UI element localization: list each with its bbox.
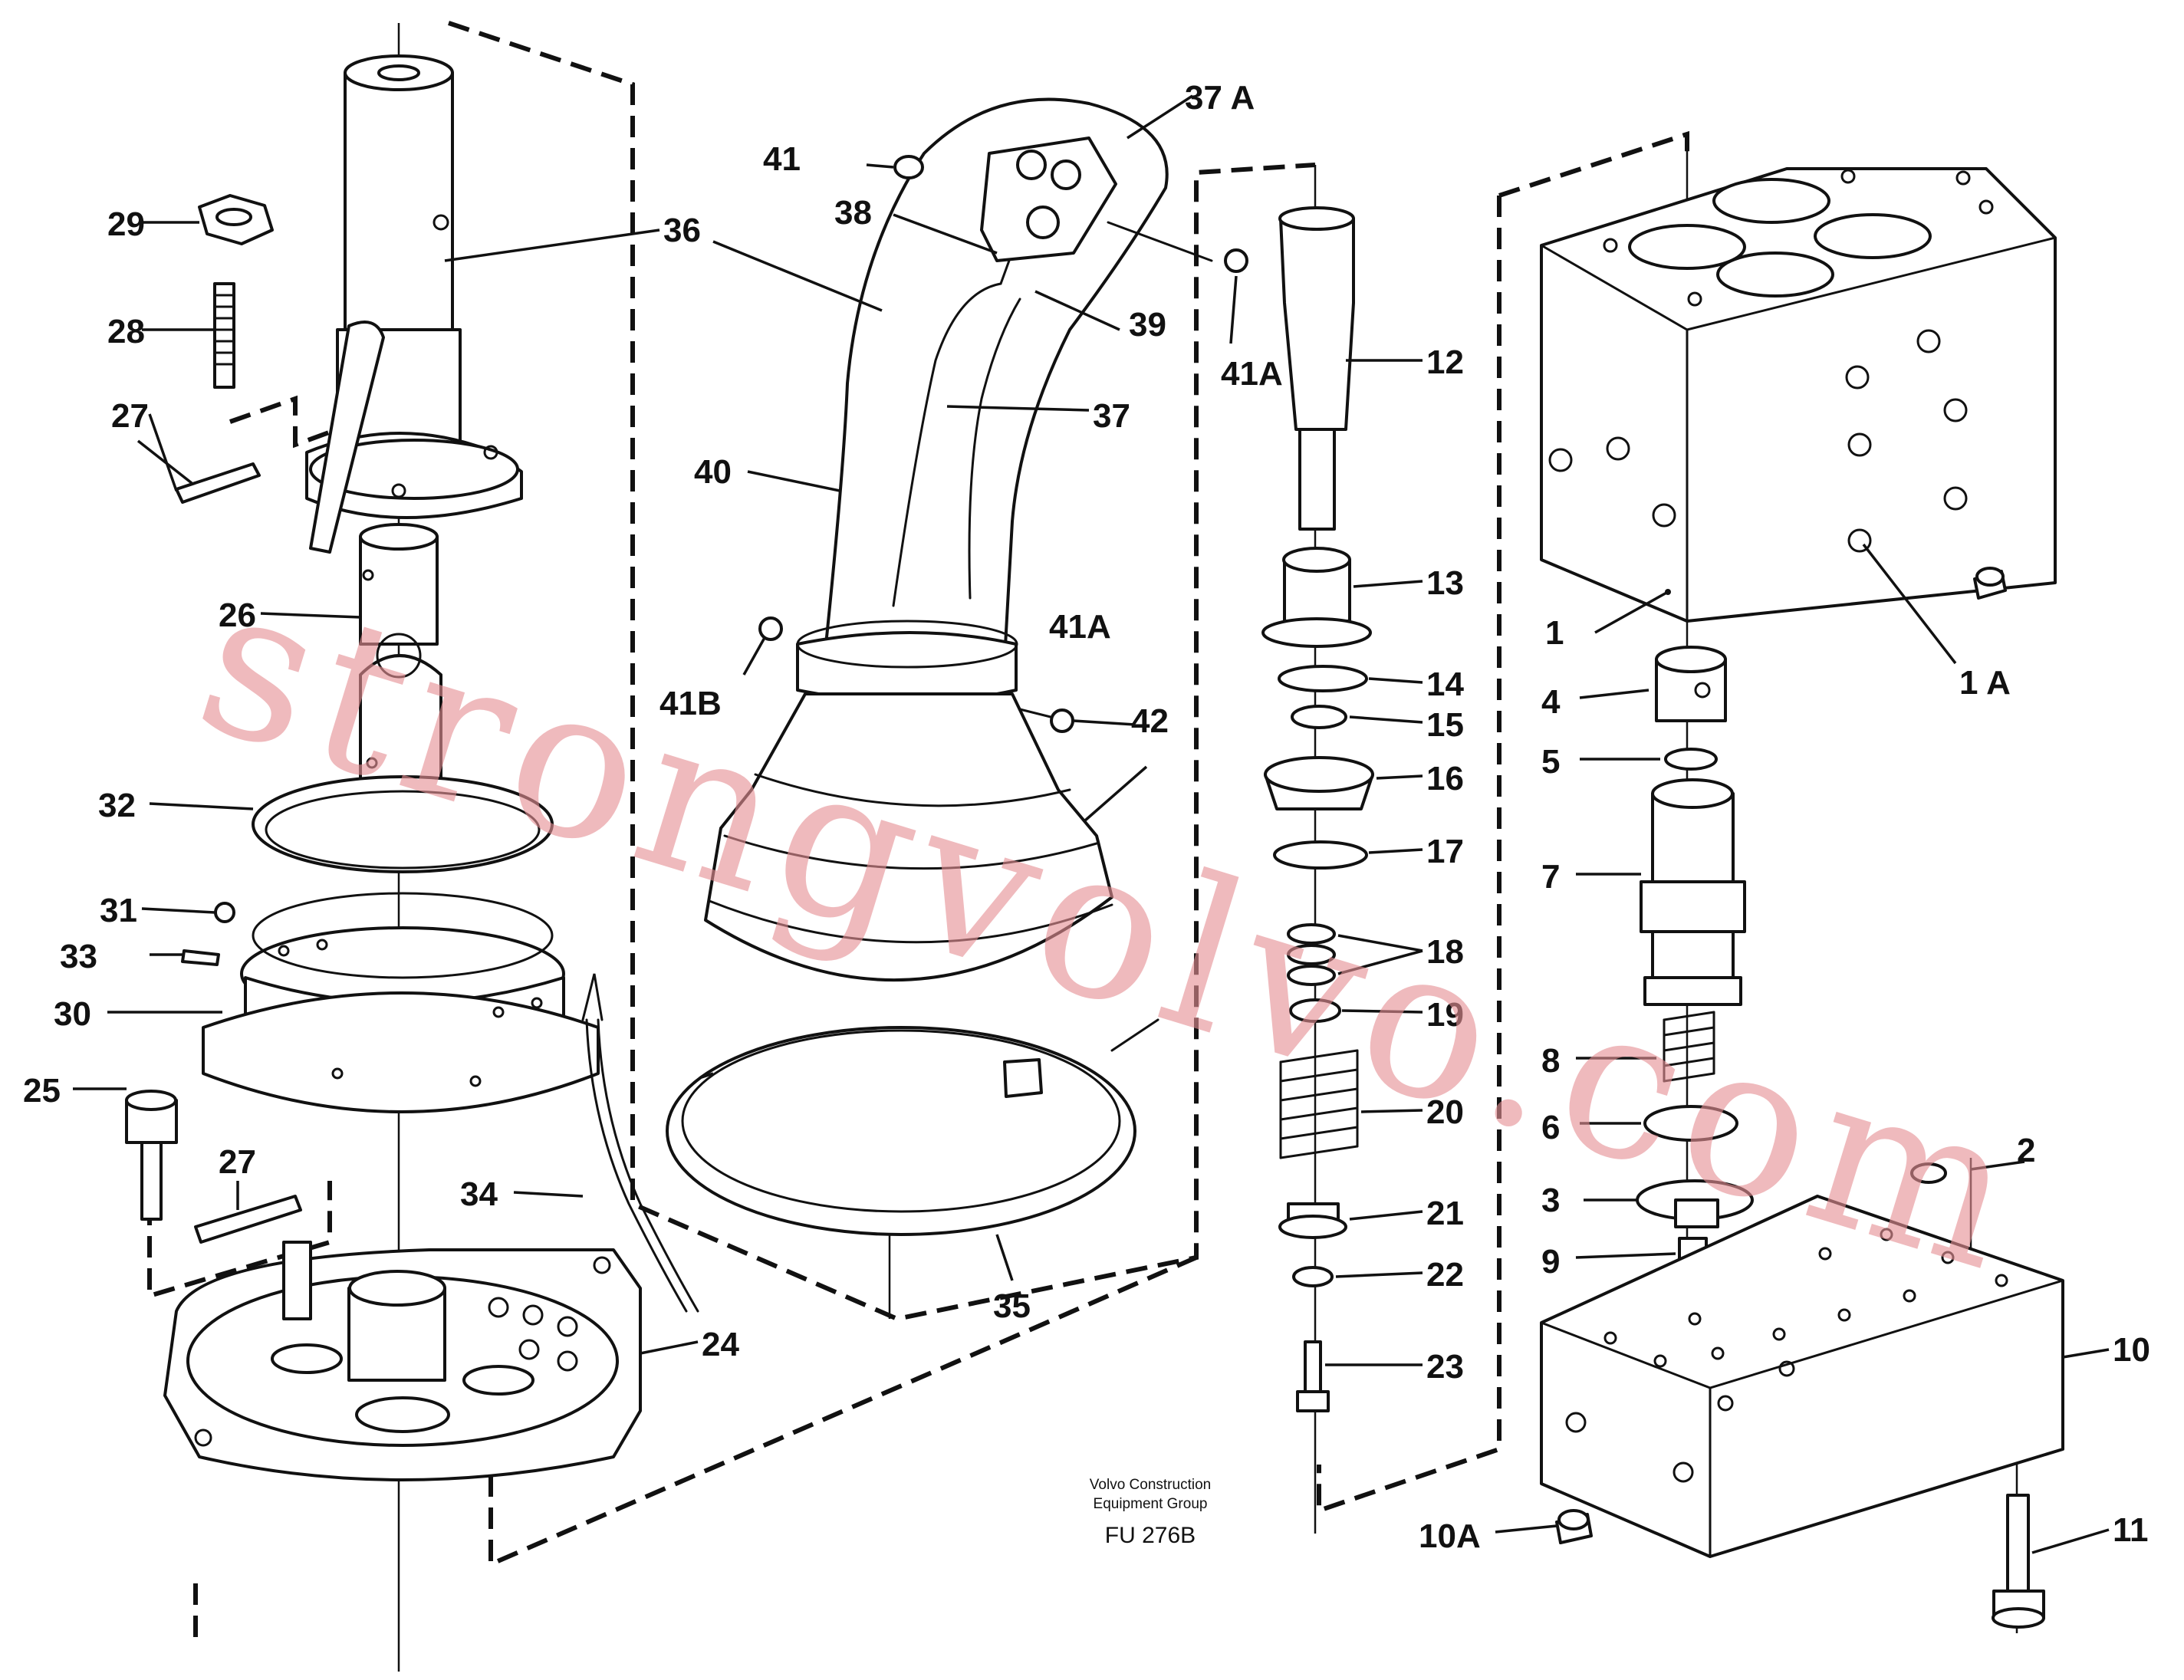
callout-42: 42: [1131, 702, 1169, 740]
shaft-assembly: [305, 54, 523, 822]
callout-34: 34: [460, 1175, 498, 1213]
callout-1: 1: [1545, 614, 1564, 652]
callout-41a-lower: 41A: [1049, 608, 1111, 646]
callout-40: 40: [694, 453, 732, 491]
callout-38: 38: [834, 194, 872, 232]
callout-21: 21: [1426, 1195, 1464, 1232]
callout-20: 20: [1426, 1093, 1464, 1131]
callout-39: 39: [1129, 306, 1166, 344]
callout-labels: 1 1 A 2 3 4 5 6 7 8 9 10 10A 11 12 13 14…: [23, 79, 2150, 1555]
credit-line-2: Equipment Group: [1094, 1496, 1208, 1512]
callout-1a: 1 A: [1959, 664, 2011, 702]
callout-24: 24: [702, 1326, 739, 1363]
callout-41a-upper: 41A: [1221, 355, 1283, 393]
nut-and-screws-left: [125, 194, 302, 1244]
callout-23: 23: [1426, 1348, 1464, 1386]
callout-10: 10: [2113, 1331, 2150, 1369]
callout-7: 7: [1541, 858, 1560, 896]
callout-2: 2: [2017, 1132, 2035, 1169]
callout-26: 26: [219, 597, 256, 634]
callout-4: 4: [1541, 683, 1561, 721]
callout-10a: 10A: [1419, 1517, 1481, 1555]
callout-14: 14: [1426, 666, 1464, 703]
callout-leader-lines: [73, 94, 2110, 1554]
callout-15: 15: [1426, 706, 1464, 744]
callout-3: 3: [1541, 1182, 1560, 1219]
credit-block: Volvo Construction Equipment Group FU 27…: [1090, 1477, 1211, 1548]
callout-19: 19: [1426, 996, 1464, 1034]
callout-6: 6: [1541, 1109, 1560, 1146]
joystick-handle-assembly: [666, 97, 1248, 1236]
callout-9: 9: [1541, 1243, 1560, 1281]
callout-18: 18: [1426, 933, 1464, 971]
callout-17: 17: [1426, 833, 1464, 870]
valve-block-assembly: [1540, 167, 2064, 1629]
callout-25: 25: [23, 1072, 61, 1110]
callout-35: 35: [993, 1287, 1031, 1325]
callout-41: 41: [763, 140, 801, 178]
watermark-text: strongvolvo.com: [176, 537, 2052, 1320]
callout-27-lower: 27: [219, 1143, 256, 1181]
callout-12: 12: [1426, 344, 1464, 381]
figure-code: FU 276B: [1105, 1523, 1196, 1548]
callout-28: 28: [107, 313, 145, 350]
callout-29: 29: [107, 205, 145, 243]
valve-stack: [1261, 206, 1374, 1412]
callout-37: 37: [1093, 397, 1130, 435]
callout-11: 11: [2113, 1511, 2149, 1549]
callout-27-upper: 27: [111, 397, 149, 435]
ring-and-housing: [163, 775, 699, 1481]
callout-41b: 41B: [659, 685, 722, 722]
callout-22: 22: [1426, 1256, 1464, 1294]
credit-line-1: Volvo Construction: [1090, 1477, 1211, 1493]
callout-8: 8: [1541, 1042, 1560, 1080]
callout-36: 36: [663, 212, 701, 249]
callout-31: 31: [100, 892, 137, 929]
callout-32: 32: [98, 787, 136, 824]
callout-37a: 37 A: [1185, 79, 1255, 117]
callout-5: 5: [1541, 743, 1560, 781]
callout-30: 30: [54, 995, 91, 1033]
callout-16: 16: [1426, 760, 1464, 797]
callout-13: 13: [1426, 564, 1464, 602]
callout-33: 33: [60, 938, 97, 975]
